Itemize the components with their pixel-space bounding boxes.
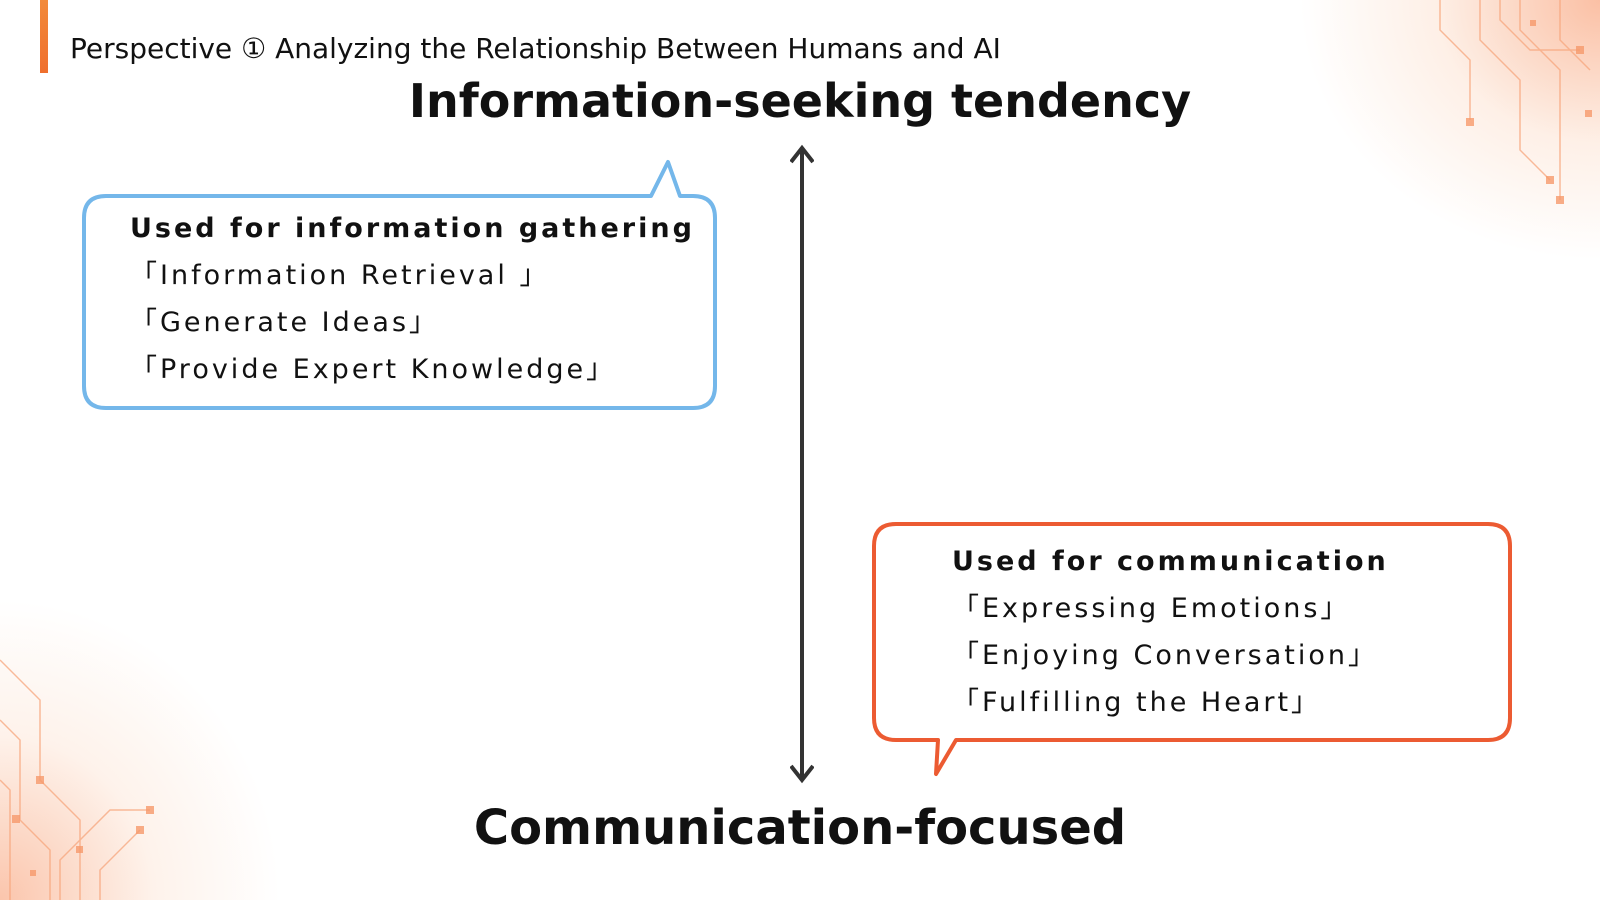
vertical-double-arrow <box>790 144 814 784</box>
info-gathering-content: Used for information gathering 「Informat… <box>130 205 695 393</box>
page-title: Perspective ① Analyzing the Relationship… <box>70 32 1001 65</box>
comm-bubble-title: Used for communication <box>952 546 1389 577</box>
circuit-decoration-top-right <box>1439 0 1592 204</box>
info-item-retrieval: 「Information Retrieval 」 <box>130 260 550 291</box>
comm-item-conversation: 「Enjoying Conversation」 <box>952 640 1379 671</box>
comm-item-heart: 「Fulfilling the Heart」 <box>952 687 1322 718</box>
axis-top-label: Information-seeking tendency <box>408 74 1192 128</box>
axis-bottom-label: Communication-focused <box>473 800 1127 856</box>
circuit-decoration-bottom-left <box>0 659 154 900</box>
comm-item-emotions: 「Expressing Emotions」 <box>952 593 1351 624</box>
header-accent-bar <box>40 0 48 73</box>
info-bubble-title: Used for information gathering <box>130 213 695 244</box>
info-item-ideas: 「Generate Ideas」 <box>130 307 440 338</box>
info-item-expert: 「Provide Expert Knowledge」 <box>130 354 617 385</box>
info-gathering-bubble <box>82 160 717 410</box>
communication-bubble <box>872 522 1512 776</box>
communication-content: Used for communication 「Expressing Emoti… <box>952 538 1389 726</box>
